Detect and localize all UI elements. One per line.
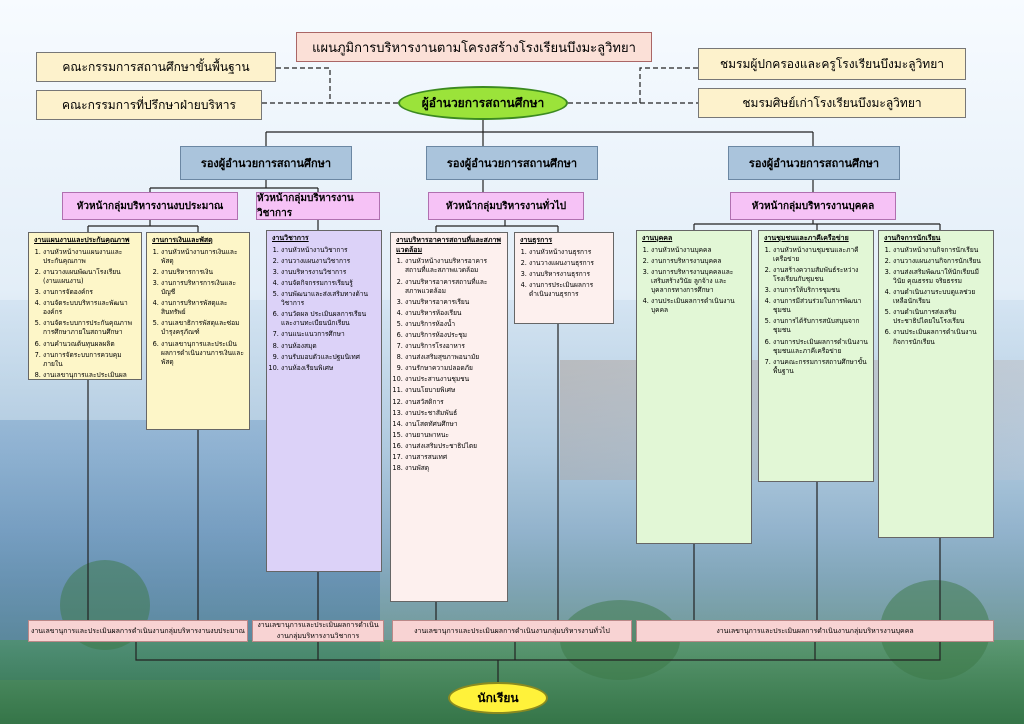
alumni-club-box: ชมรมศิษย์เก่าโรงเรียนบึงมะลูวิทยา: [698, 88, 966, 118]
task-item: งานประชาสัมพันธ์: [405, 409, 502, 418]
task-item: งานหัวหน้างานกิจการนักเรียน: [893, 246, 988, 255]
task-item: งานการบริหารการเงินและบัญชี: [161, 279, 244, 297]
task-item: งานพัสดุ: [405, 464, 502, 473]
task-item: งานบริหารอาคารเรียน: [405, 298, 502, 307]
secretary-box: งานเลขานุการและประเมินผลการดำเนินงานกลุ่…: [636, 620, 994, 642]
task-item: งานการให้บริการชุมชน: [773, 286, 868, 295]
task-item: งานการประเมินผลการดำเนินงานธุรการ: [529, 281, 608, 299]
task-item: งานรับมอบตัวและปฐมนิเทศ: [281, 353, 376, 362]
task-item: งานประสานงานชุมชน: [405, 375, 502, 384]
task-item: งานสวัสดิการ: [405, 398, 502, 407]
secretary-box: งานเลขานุการและประเมินผลการดำเนินงานกลุ่…: [28, 620, 248, 642]
task-item: งานหัวหน้างานแผนงานและประกันคุณภาพ: [43, 248, 136, 266]
basic-education-committee-box: คณะกรรมการสถานศึกษาขั้นพื้นฐาน: [36, 52, 276, 82]
task-item: งานคณะกรรมการสถานศึกษาขั้นพื้นฐาน: [773, 358, 868, 376]
students-node: นักเรียน: [448, 682, 548, 714]
task-item: งานส่งเสริมพัฒนาให้นักเรียนมีวินัย คุณธร…: [893, 268, 988, 286]
task-item: งานจัดกิจกรรมการเรียนรู้: [281, 279, 376, 288]
task-item: งานหัวหน้างานบริหารอาคารสถานที่และสภาพแว…: [405, 257, 502, 275]
task-item: งานการบริหารพัสดุและสินทรัพย์: [161, 299, 244, 317]
task-item: งานวางแผนพัฒนาโรงเรียน (งานแผนงาน): [43, 268, 136, 286]
task-item: งานการจัดระบบการควบคุมภายใน: [43, 351, 136, 369]
task-item: งานการประเมินผลการดำเนินงานชุมชนและภาคีเ…: [773, 338, 868, 356]
general-group-head: หัวหน้ากลุ่มบริหารงานทั่วไป: [428, 192, 584, 220]
task-item: งานพัฒนาและส่งเสริมทางด้านวิชาการ: [281, 290, 376, 308]
task-item: งานจัดระบบการประกันคุณภาพการศึกษาภายในสถ…: [43, 319, 136, 337]
task-item: งานแนะแนวการศึกษา: [281, 330, 376, 339]
deputy-director-node: รองผู้อำนวยการสถานศึกษา: [180, 146, 352, 180]
task-item: งานรักษาความปลอดภัย: [405, 364, 502, 373]
task-item: งานการจัดองค์กร: [43, 288, 136, 297]
panel-title: งานแผนงานและประกันคุณภาพ: [34, 236, 130, 244]
task-panel: งานบริหารอาคารสถานที่และสภาพแวดล้อม งานห…: [390, 232, 508, 602]
task-item: งานการบริหารงานบุคคล: [651, 257, 746, 266]
task-item: งานบริการห้องน้ำ: [405, 320, 502, 329]
task-panel: งานธุรการ งานหัวหน้างานธุรการ งานวางแผนง…: [514, 232, 614, 324]
academic-group-head: หัวหน้ากลุ่มบริหารงานวิชาการ: [256, 192, 380, 220]
parents-teachers-club-box: ชมรมผู้ปกครองและครูโรงเรียนบึงมะลูวิทยา: [698, 48, 966, 80]
deputy-director-node: รองผู้อำนวยการสถานศึกษา: [426, 146, 598, 180]
panel-title: งานวิชาการ: [272, 234, 309, 242]
task-item: งานการบริหารงานบุคคลและเสริมสร้างวินัย ล…: [651, 268, 746, 295]
task-item: งานวัดผล ประเมินผลการเรียนและงานทะเบียนน…: [281, 310, 376, 328]
task-item: งานวางแผนงานกิจการนักเรียน: [893, 257, 988, 266]
task-item: งานบริการโรงอาหาร: [405, 342, 502, 351]
task-item: งานวางแผนงานวิชาการ: [281, 257, 376, 266]
task-item: งานจัดระบบบริหารและพัฒนาองค์กร: [43, 299, 136, 317]
task-item: งานส่งเสริมประชาธิปไตย: [405, 442, 502, 451]
task-item: งานเลขาธิการพัสดุและซ่อมบำรุงครุภัณฑ์: [161, 319, 244, 337]
task-item: งานดำเนินการส่งเสริมประชาธิปไตยในโรงเรีย…: [893, 308, 988, 326]
task-item: งานดำเนินงานระบบดูแลช่วยเหลือนักเรียน: [893, 288, 988, 306]
task-item: งานประเมินผลการดำเนินงานกิจการนักเรียน: [893, 328, 988, 346]
task-item: งานห้องสมุด: [281, 342, 376, 351]
panel-title: งานธุรการ: [520, 236, 553, 244]
task-item: งานบริหารห้องเรียน: [405, 309, 502, 318]
task-item: งานวางแผนงานธุรการ: [529, 259, 608, 268]
budget-group-head: หัวหน้ากลุ่มบริหารงานงบประมาณ: [62, 192, 238, 220]
task-item: งานนโยบายพิเศษ: [405, 386, 502, 395]
task-panel: งานกิจการนักเรียน งานหัวหน้างานกิจการนัก…: [878, 230, 994, 538]
task-item: งานส่งเสริมสุขภาพอนามัย: [405, 353, 502, 362]
task-item: งานหัวหน้างานบุคคล: [651, 246, 746, 255]
task-item: งานบริหารงานธุรการ: [529, 270, 608, 279]
task-item: งานห้องเรียนพิเศษ: [281, 364, 376, 373]
task-item: งานหัวหน้างานธุรการ: [529, 248, 608, 257]
task-item: งานบริการห้องประชุม: [405, 331, 502, 340]
panel-title: งานการเงินและพัสดุ: [152, 236, 213, 244]
task-panel: งานวิชาการ งานหัวหน้างานวิชาการ งานวางแผ…: [266, 230, 382, 572]
panel-title: งานบริหารอาคารสถานที่และสภาพแวดล้อม: [396, 236, 501, 254]
task-item: งานสารสนเทศ: [405, 453, 502, 462]
panel-title: งานบุคคล: [642, 234, 673, 242]
task-item: งานบริหารอาคารสถานที่และสภาพแวดล้อม: [405, 278, 502, 296]
task-item: งานสร้างความสัมพันธ์ระหว่างโรงเรียนกับชุ…: [773, 266, 868, 284]
task-panel: งานแผนงานและประกันคุณภาพ งานหัวหน้างานแผ…: [28, 232, 142, 380]
task-item: งานคำนวณต้นทุนผลผลิต: [43, 340, 136, 349]
task-item: งานโสตทัศนศึกษา: [405, 420, 502, 429]
task-item: งานเลขานุการและประเมินผลการดำเนินงานแผนง…: [43, 371, 136, 379]
task-panel: งานบุคคล งานหัวหน้างานบุคคล งานการบริหาร…: [636, 230, 752, 544]
chart-title: แผนภูมิการบริหารงานตามโครงสร้างโรงเรียนบ…: [296, 32, 652, 62]
panel-title: งานชุมชนและภาคีเครือข่าย: [764, 234, 849, 242]
task-item: งานบริหารการเงิน: [161, 268, 244, 277]
task-panel: งานชุมชนและภาคีเครือข่าย งานหัวหน้างานชุ…: [758, 230, 874, 482]
task-item: งานหัวหน้างานวิชาการ: [281, 246, 376, 255]
task-item: งานการได้รับการสนับสนุนจากชุมชน: [773, 317, 868, 335]
advisory-committee-box: คณะกรรมการที่ปรึกษาฝ่ายบริหาร: [36, 90, 262, 120]
personnel-group-head: หัวหน้ากลุ่มบริหารงานบุคคล: [730, 192, 896, 220]
secretary-box: งานเลขานุการและประเมินผลการดำเนินงานกลุ่…: [252, 620, 384, 642]
task-item: งานประเมินผลการดำเนินงานบุคคล: [651, 297, 746, 315]
panel-title: งานกิจการนักเรียน: [884, 234, 941, 242]
task-item: งานหัวหน้างานชุมชนและภาคีเครือข่าย: [773, 246, 868, 264]
secretary-box: งานเลขานุการและประเมินผลการดำเนินงานกลุ่…: [392, 620, 632, 642]
task-item: งานเลขานุการและประเมินผลการดำเนินงานการเ…: [161, 340, 244, 367]
task-panel: งานการเงินและพัสดุ งานหัวหน้างานการเงินแ…: [146, 232, 250, 430]
task-item: งานบริหารงานวิชาการ: [281, 268, 376, 277]
deputy-director-node: รองผู้อำนวยการสถานศึกษา: [728, 146, 900, 180]
director-node: ผู้อำนวยการสถานศึกษา: [398, 86, 568, 120]
task-item: งานการมีส่วนร่วมในการพัฒนาชุมชน: [773, 297, 868, 315]
task-item: งานยานพาหนะ: [405, 431, 502, 440]
task-item: งานหัวหน้างานการเงินและพัสดุ: [161, 248, 244, 266]
